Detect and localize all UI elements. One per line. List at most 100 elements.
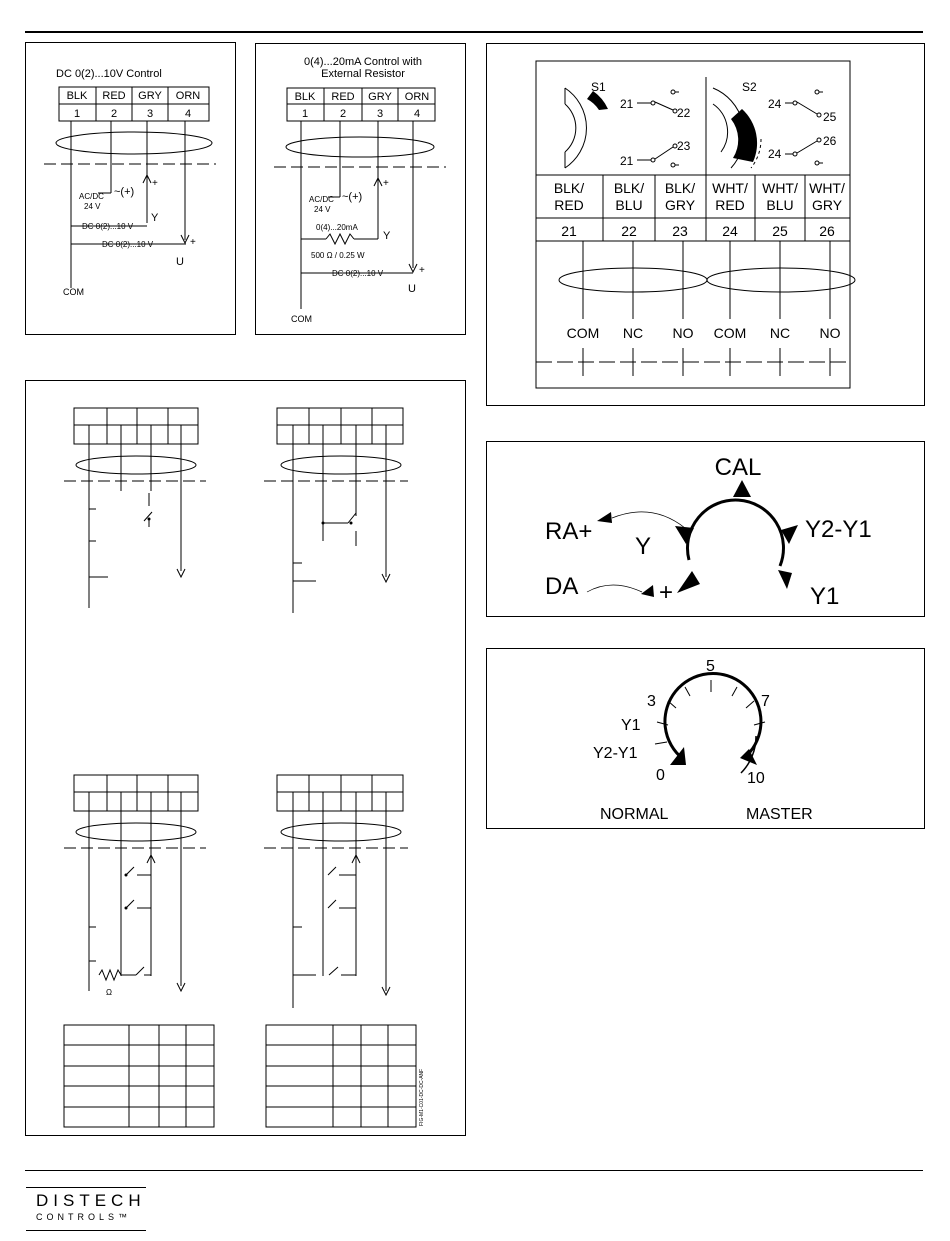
- terminal-num-2: 2: [340, 108, 346, 120]
- terminal-num-3: 3: [377, 108, 383, 120]
- top-rule: [25, 31, 923, 33]
- u-label: U: [408, 283, 416, 295]
- terminal-color-2: RED: [331, 91, 354, 103]
- wire-color-25-l1: WHT/: [762, 180, 798, 196]
- range-dial-panel: 0 3 5 7 10 Y1 Y2-Y1 NORMAL MASTER: [486, 648, 925, 829]
- function-24: COM: [714, 325, 747, 341]
- s2-contact-24-bottom: 24: [768, 147, 782, 161]
- terminal-color-1: BLK: [295, 91, 316, 103]
- wire-num-26: 26: [819, 223, 835, 239]
- supply-label: AC/DC: [309, 195, 334, 204]
- wire-num-21: 21: [561, 223, 577, 239]
- s1-contact-21-top: 21: [620, 97, 634, 111]
- aux-switch-panel: S1 S2 21 22 21 23 24 25 24 26 BLK/ RED B…: [486, 43, 925, 406]
- bottom-rule: [25, 1170, 923, 1171]
- range-tick-10: 10: [747, 770, 765, 787]
- terminal-color-4: ORN: [405, 91, 430, 103]
- function-23: NO: [673, 325, 694, 341]
- mode-dial-panel: CAL RA+ Y Y2-Y1 DA + Y1: [486, 441, 925, 617]
- y-label: Y: [151, 212, 159, 224]
- terminal-color-1: BLK: [67, 90, 88, 102]
- da-label: DA: [545, 573, 578, 600]
- terminal-num-4: 4: [414, 108, 420, 120]
- plus-u: +: [190, 237, 196, 248]
- wire-color-23-l1: BLK/: [665, 180, 695, 196]
- y1-label: Y1: [621, 717, 641, 734]
- switch-wiring-diagrams: Ω: [63, 407, 425, 1128]
- aux-switch-diagram: S1 S2 21 22 21 23 24 25 24 26 BLK/ RED B…: [535, 60, 856, 389]
- wire-color-24-l2: RED: [715, 197, 745, 213]
- switch-wiring-4: [264, 774, 408, 1008]
- y-label: Y: [635, 533, 651, 560]
- diagram-title: DC 0(2)...10V Control: [56, 68, 162, 80]
- normal-label: NORMAL: [600, 806, 669, 823]
- wire-color-22-l1: BLK/: [614, 180, 644, 196]
- switch-state-table-2: [265, 1024, 417, 1128]
- s2-contact-25: 25: [823, 110, 837, 124]
- wire-color-21-l1: BLK/: [554, 180, 584, 196]
- wire-num-22: 22: [621, 223, 637, 239]
- com-label: COM: [291, 314, 312, 324]
- y2-y1-label: Y2-Y1: [805, 516, 872, 543]
- diagram-title-line1: 0(4)...20mA Control with: [304, 56, 422, 68]
- switch-state-table-1: [63, 1024, 215, 1128]
- terminal-num-1: 1: [74, 108, 80, 120]
- terminal-color-2: RED: [102, 90, 125, 102]
- logo-bottom-bar: [26, 1230, 146, 1231]
- wiring-diagram-10v-panel: DC 0(2)...10V Control BLK RED GRY ORN 1 …: [25, 42, 236, 335]
- master-label: MASTER: [746, 806, 813, 823]
- y-label: Y: [383, 230, 391, 242]
- terminal-num-2: 2: [111, 108, 117, 120]
- control-label: DC 0(2)...10 V: [82, 222, 134, 231]
- supply-voltage: 24 V: [314, 205, 331, 214]
- current-label: 0(4)...20mA: [316, 223, 358, 232]
- plus-y: +: [383, 178, 389, 189]
- u-label: U: [176, 256, 184, 268]
- s2-label: S2: [742, 80, 757, 94]
- ra-plus-label: RA+: [545, 518, 592, 545]
- switch-wiring-1: [64, 407, 206, 608]
- supply-label: AC/DC: [79, 192, 104, 201]
- supply-symbol: ~(+): [114, 186, 134, 198]
- wire-num-24: 24: [722, 223, 738, 239]
- com-label: COM: [63, 287, 84, 297]
- supply-symbol: ~(+): [342, 191, 362, 203]
- switch-wiring-2: [264, 407, 408, 613]
- function-21: COM: [567, 325, 600, 341]
- s1-contact-23: 23: [677, 139, 691, 153]
- resistor-symbol: Ω: [106, 988, 112, 997]
- logo-line2: CONTROLS™: [36, 1212, 132, 1222]
- wire-color-22-l2: BLU: [615, 197, 642, 213]
- range-tick-5: 5: [706, 658, 715, 675]
- wire-color-21-l2: RED: [554, 197, 584, 213]
- s2-contact-24-top: 24: [768, 97, 782, 111]
- s1-contact-22: 22: [677, 106, 691, 120]
- terminal-color-4: ORN: [176, 90, 201, 102]
- function-22: NC: [623, 325, 643, 341]
- plus-label: +: [659, 579, 673, 606]
- wire-num-23: 23: [672, 223, 688, 239]
- plus-u: +: [419, 265, 425, 276]
- wire-color-25-l2: BLU: [766, 197, 793, 213]
- feedback-label: DC 0(2)...10 V: [102, 240, 154, 249]
- plus-y: +: [152, 178, 158, 189]
- terminal-num-1: 1: [302, 108, 308, 120]
- feedback-label: DC 0(2)...10 V: [332, 269, 384, 278]
- company-logo: DISTECH CONTROLS™: [26, 1187, 148, 1233]
- terminal-color-3: GRY: [138, 90, 162, 102]
- wiring-diagram-20ma-panel: 0(4)...20mA Control with External Resist…: [255, 43, 466, 335]
- terminal-num-3: 3: [147, 108, 153, 120]
- wire-color-26-l1: WHT/: [809, 180, 845, 196]
- switch-wiring-3: Ω: [64, 774, 206, 997]
- range-tick-7: 7: [761, 693, 770, 710]
- logo-line1: DISTECH: [36, 1191, 146, 1210]
- wiring-diagram-10v: DC 0(2)...10V Control BLK RED GRY ORN 1 …: [44, 68, 216, 297]
- switch-wiring-panel: Ω: [25, 380, 466, 1136]
- function-25: NC: [770, 325, 790, 341]
- cal-label: CAL: [715, 454, 762, 481]
- function-26: NO: [820, 325, 841, 341]
- resistor-label: 500 Ω / 0.25 W: [311, 251, 365, 260]
- drawing-code: FIG-M1-C01-DC-DC-ANF: [419, 1069, 425, 1126]
- range-tick-0: 0: [656, 767, 665, 784]
- wire-color-23-l2: GRY: [665, 197, 696, 213]
